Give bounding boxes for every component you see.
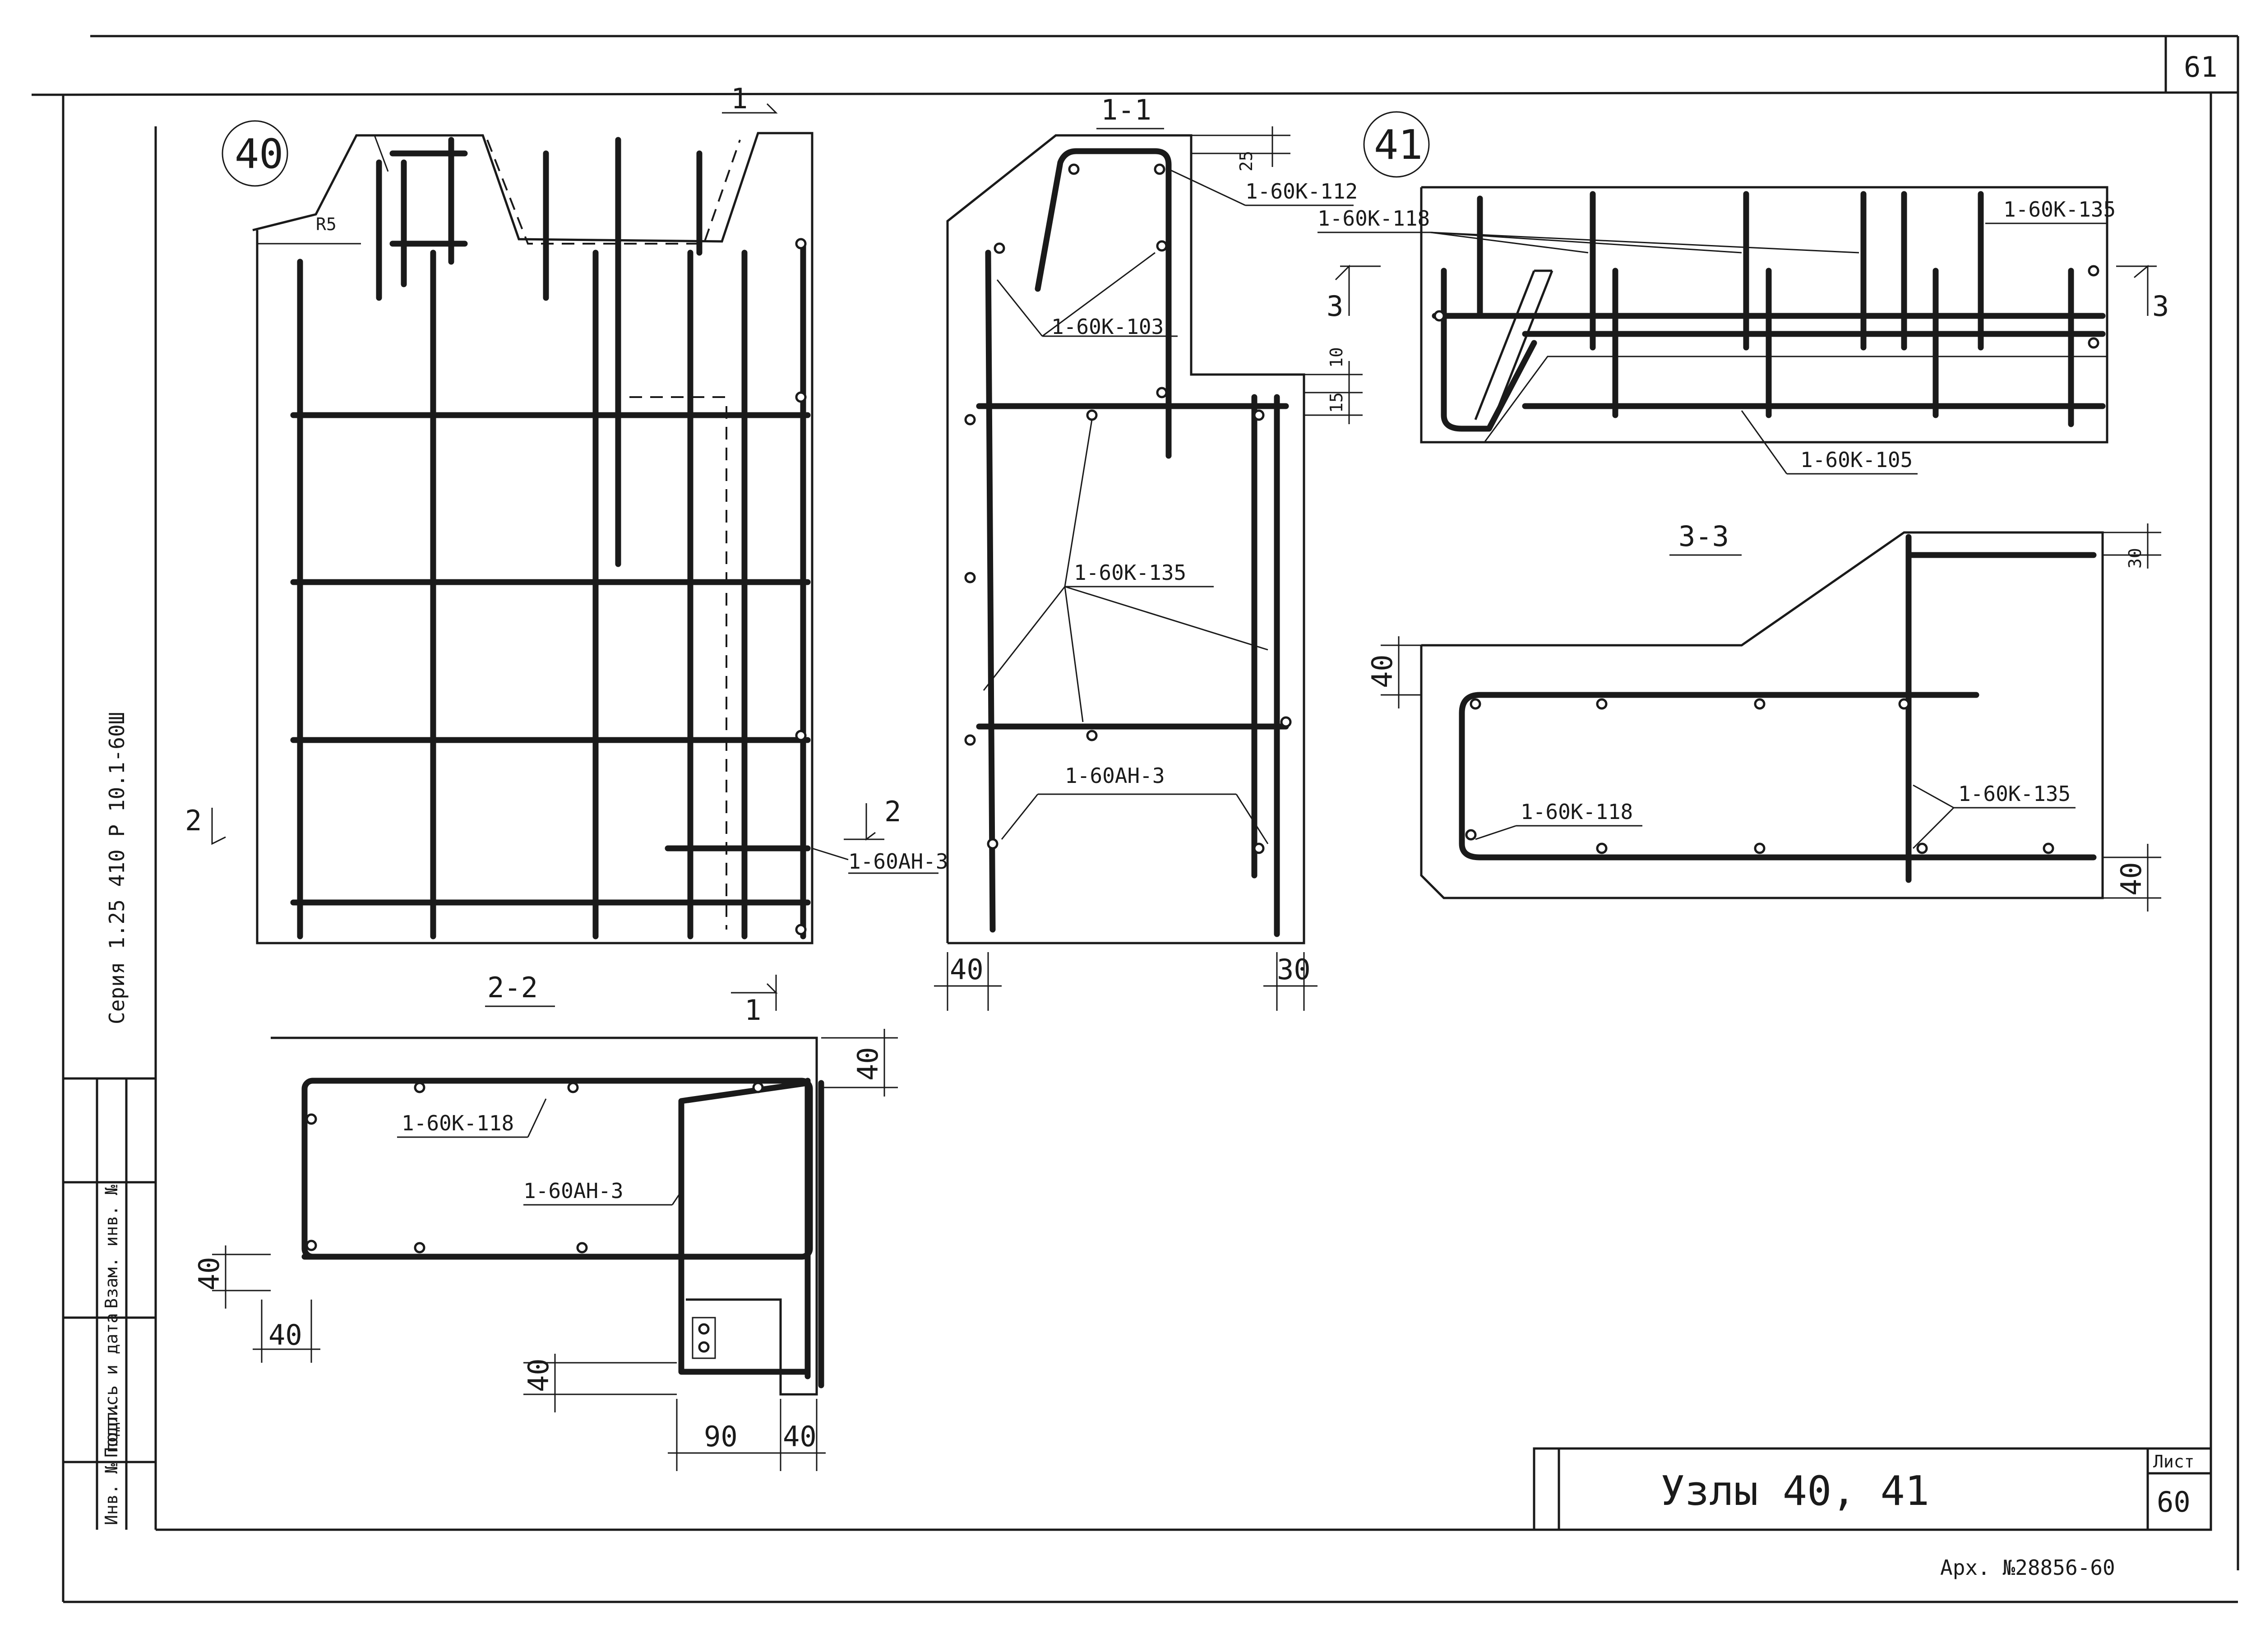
dim-1-1-30: 30 — [1277, 953, 1311, 986]
dim-2-2-90: 90 — [704, 1420, 738, 1453]
dim-3-3-bottom-40: 40 — [2115, 862, 2148, 896]
section-2-2-title: 2-2 — [487, 971, 538, 1004]
node-41-label: 41 — [1374, 121, 1423, 169]
section-1-1-an3-label: 1-60АН-3 — [1065, 764, 1165, 788]
dim-1-1-15: 15 — [1327, 392, 1346, 413]
section-3-3: 3-3 1-60К-118 1-60К-135 40 30 — [1366, 520, 2161, 912]
stamp-field-replace: Взам. инв. № — [102, 1185, 121, 1309]
sheet-title: Узлы 40, 41 — [1660, 1467, 1929, 1515]
node-40-an3-label: 1-60АН-3 — [848, 849, 948, 874]
section-1-mark-top: 1 — [731, 82, 748, 115]
dim-2-2-left-40: 40 — [193, 1257, 226, 1291]
title-block — [1533, 1447, 2212, 1531]
section-3-3-k135-label: 1-60К-135 — [1958, 782, 2071, 806]
node-41-k118-label: 1-60К-118 — [1318, 206, 1430, 231]
dim-2-2-bottom-left-40: 40 — [268, 1319, 302, 1351]
stamp-field-inv: Инв. № подл. — [102, 1401, 121, 1525]
section-1-1-k135-label: 1-60К-135 — [1074, 560, 1186, 585]
section-1-1-title: 1-1 — [1101, 93, 1151, 126]
dim-1-1-25: 25 — [1236, 151, 1256, 171]
dim-2-2-top-40: 40 — [851, 1047, 884, 1081]
dim-2-2-mid-40: 40 — [522, 1358, 555, 1392]
archive-number: Арх. №28856-60 — [1940, 1555, 2115, 1580]
node-41-elevation: 41 1-60К-118 1-60К-135 1-60 — [1318, 111, 2169, 475]
dim-3-3-top-30: 30 — [2125, 548, 2145, 569]
stamp-strip: Инв. № подл. Подпись и дата Взам. инв. № — [102, 1185, 121, 1525]
dim-1-1-10: 10 — [1327, 347, 1346, 368]
section-1-1: 1-1 1-60К-112 1-60К-103 1-60К-135 — [934, 93, 1363, 1011]
node-40-elevation: 40 — [185, 82, 948, 1027]
section-3-mark-left: 3 — [1327, 290, 1343, 323]
sheet-frame — [31, 35, 2239, 1603]
dim-1-1-40: 40 — [950, 953, 984, 986]
node-40-label: 40 — [235, 130, 283, 178]
section-3-3-k118-label: 1-60К-118 — [1521, 800, 1633, 824]
series-code: Серия 1.25 410 Р 10.1-60Ш — [105, 712, 129, 1024]
stamp-field-sign: Подпись и дата — [102, 1313, 121, 1458]
section-1-1-k112-label: 1-60К-112 — [1245, 179, 1358, 204]
node-40-verticals — [297, 137, 806, 939]
node-41-k135-label: 1-60К-135 — [2003, 197, 2116, 222]
section-1-1-k103-label: 1-60К-103 — [1051, 315, 1164, 339]
section-3-3-title: 3-3 — [1678, 520, 1729, 553]
section-2-2-an3-label: 1-60АН-3 — [523, 1179, 624, 1203]
node-40-horizontals — [290, 412, 811, 906]
section-1-mark-bottom: 1 — [744, 994, 761, 1027]
page-number: 61 — [2184, 51, 2218, 83]
section-2-2: 2-2 1-60К-118 1-60АН-3 40 40 — [193, 971, 898, 1471]
section-2-2-k118-label: 1-60К-118 — [402, 1111, 514, 1135]
sheet-label: Лист — [2153, 1452, 2195, 1472]
dim-2-2-bottom-right-40: 40 — [783, 1420, 817, 1453]
sheet-number: 60 — [2157, 1485, 2191, 1518]
section-2-mark-right: 2 — [884, 795, 901, 828]
node-41-verticals — [1477, 191, 2074, 427]
section-2-mark-left: 2 — [185, 804, 202, 837]
dim-3-3-left-40: 40 — [1366, 654, 1399, 688]
section-3-mark-right: 3 — [2152, 290, 2169, 323]
node-40-radius: R5 — [316, 214, 337, 234]
node-41-k105-label: 1-60К-105 — [1800, 448, 1913, 472]
